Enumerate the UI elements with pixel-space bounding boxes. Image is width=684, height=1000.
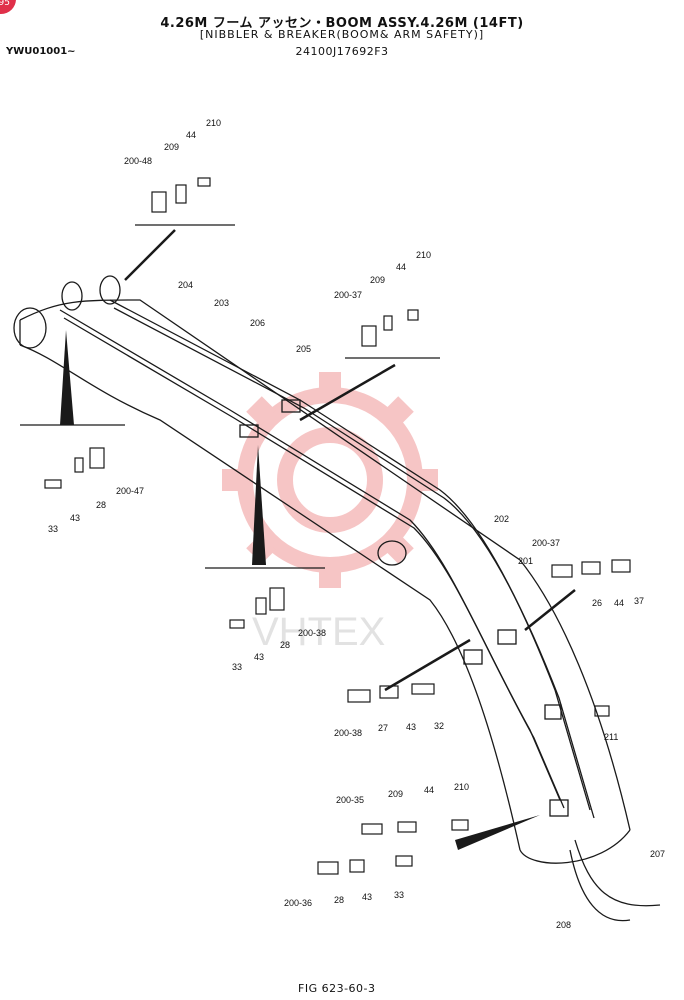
callout-layer: 210 44 209 200-48 210 44 209 200-37 204 203 206 205… — [48, 118, 665, 930]
callout-200-47: 200-47 — [116, 486, 144, 496]
callout-200-35: 200-35 — [336, 795, 364, 805]
callout-200-38: 200-38 — [298, 628, 326, 638]
callout-200-38: 200-38 — [334, 728, 362, 738]
callout-28: 28 — [334, 895, 344, 905]
callout-200-36: 200-36 — [284, 898, 312, 908]
callout-33: 33 — [48, 524, 58, 534]
callout-44: 44 — [614, 598, 624, 608]
callout-207: 207 — [650, 849, 665, 859]
leader-wedges — [60, 330, 540, 850]
callout-44: 44 — [186, 130, 196, 140]
callout-26: 26 — [592, 598, 602, 608]
callout-33: 33 — [232, 662, 242, 672]
callout-44: 44 — [424, 785, 434, 795]
callout-28: 28 — [96, 500, 106, 510]
callout-27: 27 — [378, 723, 388, 733]
callout-33: 33 — [394, 890, 404, 900]
callout-205: 205 — [296, 344, 311, 354]
callout-43: 43 — [70, 513, 80, 523]
diagram-title: 4.26M フーム アッセン・BOOM ASSY.4.26M (14FT) — [160, 16, 524, 31]
callout-43: 43 — [362, 892, 372, 902]
callout-28: 28 — [280, 640, 290, 650]
part-number: 24100J17692F3 — [295, 45, 389, 58]
callout-210: 210 — [206, 118, 221, 128]
callout-209: 209 — [388, 789, 403, 799]
figure-reference: FIG 623-60-3 — [298, 982, 376, 995]
callout-203: 203 — [214, 298, 229, 308]
callout-206: 206 — [250, 318, 265, 328]
callout-209: 209 — [370, 275, 385, 285]
callout-209: 209 — [164, 142, 179, 152]
callout-37: 37 — [634, 596, 644, 606]
callout-200-48: 200-48 — [124, 156, 152, 166]
callout-32: 32 — [434, 721, 444, 731]
callout-210: 210 — [454, 782, 469, 792]
callout-202: 202 — [494, 514, 509, 524]
callout-44: 44 — [396, 262, 406, 272]
callout-43: 43 — [254, 652, 264, 662]
callout-210: 210 — [416, 250, 431, 260]
callout-204: 204 — [178, 280, 193, 290]
hardware-parts — [44, 177, 631, 875]
callout-208: 208 — [556, 920, 571, 930]
diagram-subtitle: [NIBBLER & BREAKER(BOOM& ARM SAFETY)] — [199, 28, 485, 41]
serial-range: YWU01001~ — [6, 46, 76, 57]
watermark-text: VHTEX — [252, 610, 385, 654]
callout-200-37: 200-37 — [334, 290, 362, 300]
callout-211: 211 — [604, 732, 618, 742]
callout-201: 201 — [518, 556, 533, 566]
callout-200-37: 200-37 — [532, 538, 560, 548]
callout-43: 43 — [406, 722, 416, 732]
